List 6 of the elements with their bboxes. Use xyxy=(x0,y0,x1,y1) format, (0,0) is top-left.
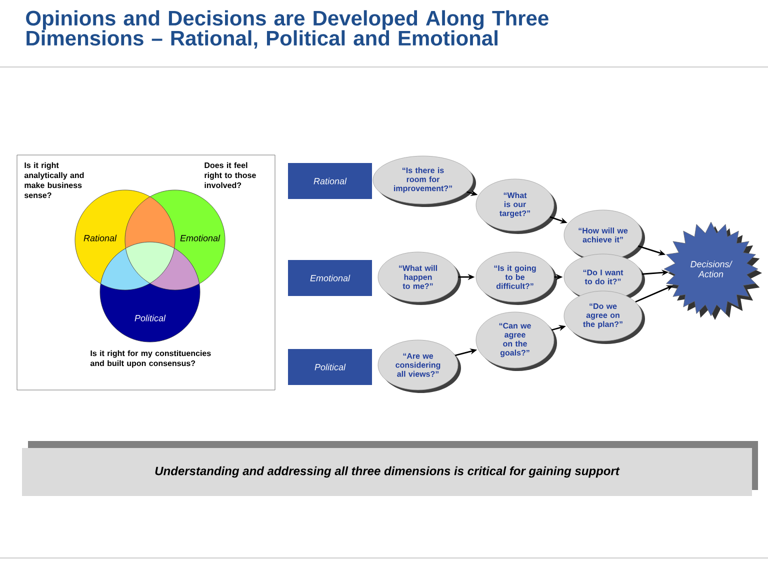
title: Opinions and Decisions are Developed Along Three Dimensions – Rational, Political and Emotional xyxy=(26,10,548,49)
label-box: Rational xyxy=(288,163,372,199)
label-box: Emotional xyxy=(288,260,372,296)
decision-starburst: Decisions/ Action xyxy=(664,222,762,320)
label-box: Political xyxy=(288,349,372,385)
summary-banner: Understanding and addressing all three dimensions is critical for gaining support xyxy=(22,441,758,496)
